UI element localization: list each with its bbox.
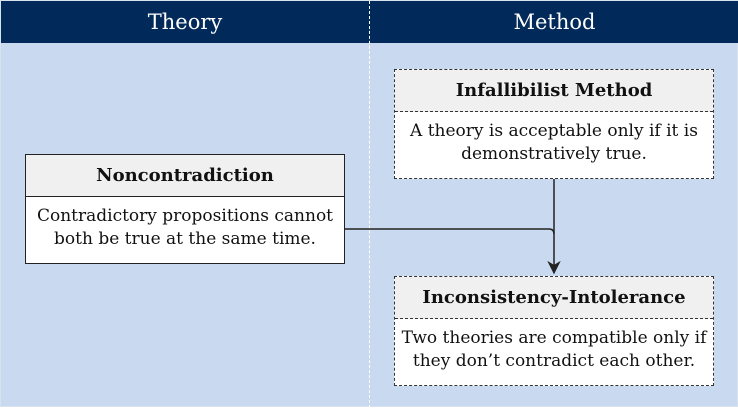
noncontradiction-title: Noncontradiction bbox=[26, 155, 344, 197]
inconsistency-intolerance-box: Inconsistency-Intolerance Two theories a… bbox=[394, 276, 714, 386]
inconsistency-intolerance-body: Two theories are compatible only if they… bbox=[401, 328, 707, 371]
noncontradiction-box: Noncontradiction Contradictory propositi… bbox=[25, 154, 345, 264]
method-column-header: Method bbox=[513, 10, 596, 34]
noncontradiction-body: Contradictory propositions cannot both b… bbox=[36, 206, 334, 249]
infallibilist-method-box: Infallibilist Method A theory is accepta… bbox=[394, 69, 714, 179]
connector-noncontradiction-to-inconsistency bbox=[345, 228, 555, 235]
infallibilist-method-title: Infallibilist Method bbox=[395, 70, 713, 112]
column-divider bbox=[369, 1, 370, 408]
theory-column-header: Theory bbox=[147, 10, 223, 34]
inconsistency-intolerance-title: Inconsistency-Intolerance bbox=[395, 277, 713, 319]
infallibilist-method-body: A theory is acceptable only if it is dem… bbox=[410, 121, 698, 164]
